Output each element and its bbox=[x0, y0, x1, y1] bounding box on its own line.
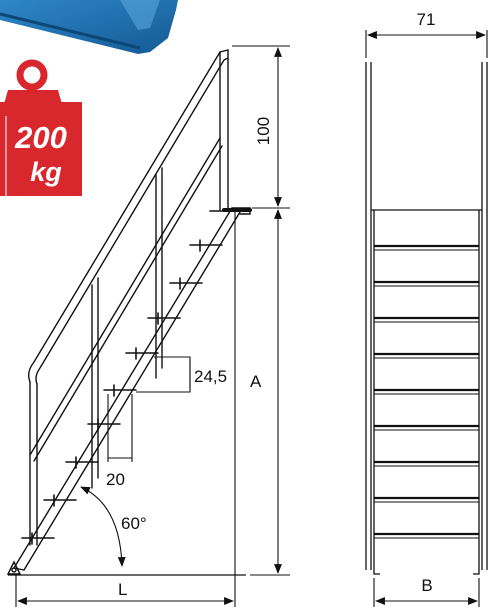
steps bbox=[21, 210, 237, 545]
base-hinge bbox=[6, 560, 22, 575]
length-label: L bbox=[118, 580, 127, 599]
handrail-posts bbox=[91, 49, 229, 489]
knee-rail bbox=[29, 137, 223, 462]
stair-side-view bbox=[6, 49, 252, 575]
badge-value: 200 bbox=[14, 120, 67, 155]
front-dimension-lines bbox=[365, 30, 488, 607]
width-label: B bbox=[421, 576, 432, 595]
handrail-height-label: 100 bbox=[254, 117, 273, 145]
front-tread-lower-edge bbox=[374, 249, 479, 539]
front-treads bbox=[374, 244, 479, 536]
step-rise-label: 24,5 bbox=[194, 367, 227, 386]
angle-label: 60° bbox=[121, 514, 147, 533]
platform-photo-fragment bbox=[0, 0, 178, 54]
stair-front-view bbox=[365, 62, 488, 575]
weight-icon bbox=[0, 59, 82, 196]
badge-unit: kg bbox=[30, 157, 62, 187]
step-depth-label: 20 bbox=[106, 470, 125, 489]
load-capacity-badge: 200 kg bbox=[0, 59, 82, 196]
height-label: A bbox=[250, 372, 262, 391]
top-width-label: 71 bbox=[417, 10, 436, 29]
handrail bbox=[27, 49, 229, 546]
dimension-lines bbox=[15, 45, 290, 607]
